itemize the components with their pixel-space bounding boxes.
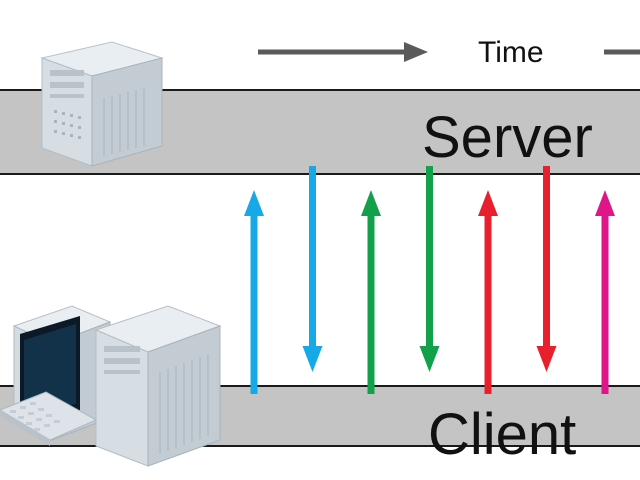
client-computer-icon — [0, 305, 222, 467]
message-arrow-red-down — [536, 166, 557, 372]
time-arrow — [258, 42, 640, 62]
message-arrow-green-up — [361, 190, 381, 394]
client-label: Client — [428, 402, 576, 467]
message-arrow-blue-down — [302, 166, 323, 372]
message-arrow-magenta-up — [595, 190, 615, 394]
message-arrow-red-up — [478, 190, 498, 394]
time-label: Time — [478, 36, 544, 69]
server-computer-icon — [40, 41, 164, 167]
message-arrow-green-down — [419, 166, 440, 372]
message-arrows — [244, 166, 615, 394]
server-label: Server — [422, 105, 593, 170]
message-arrow-blue-up — [244, 190, 264, 394]
